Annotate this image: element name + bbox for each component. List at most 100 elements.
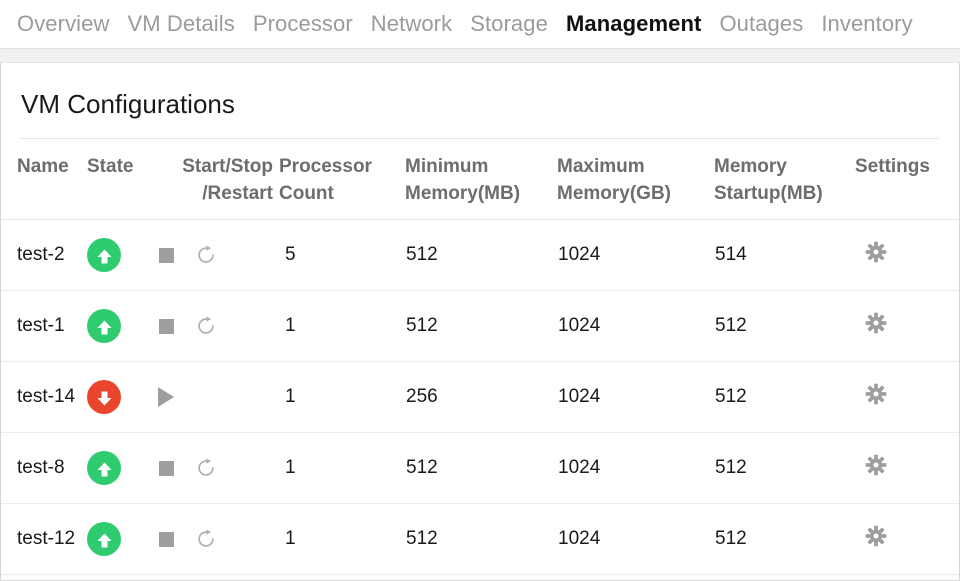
processor-count-cell: 1 — [273, 432, 405, 504]
memory-startup-cell: 512 — [714, 432, 855, 504]
gear-icon[interactable] — [855, 241, 887, 263]
minimum-memory-cell: 512 — [405, 503, 557, 575]
tab-vm-details[interactable]: VM Details — [127, 11, 235, 36]
settings-cell — [855, 290, 959, 362]
control-icon-group — [146, 243, 273, 267]
column-header-settings: Settings — [855, 139, 959, 220]
processor-count-cell: 1 — [273, 503, 405, 575]
minimum-memory-cell: 512 — [405, 432, 557, 504]
column-header-name: Name — [1, 139, 87, 220]
arrow-up-circle-green-icon[interactable] — [87, 522, 121, 556]
gear-icon[interactable] — [855, 454, 887, 476]
gear-icon[interactable] — [855, 525, 887, 547]
control-icon-group — [146, 527, 273, 551]
vm-name-cell: test-8 — [1, 432, 87, 504]
vm-controls-cell — [146, 503, 273, 575]
column-header-line2: /Restart — [202, 183, 273, 204]
play-icon[interactable] — [154, 385, 178, 409]
stop-icon[interactable] — [154, 456, 178, 480]
memory-startup-cell: 514 — [714, 219, 855, 291]
tabbar-separator-band — [0, 48, 960, 63]
vm-state-cell — [87, 503, 146, 575]
control-icon-group — [146, 456, 273, 480]
column-header-line1: Start/Stop — [182, 156, 273, 177]
stop-icon[interactable] — [154, 527, 178, 551]
vm-state-cell — [87, 432, 146, 504]
restart-icon[interactable] — [194, 456, 218, 480]
vm-controls-cell — [146, 432, 273, 504]
vm-name-cell: test-14 — [1, 361, 87, 433]
settings-cell — [855, 219, 959, 291]
tab-inventory[interactable]: Inventory — [821, 11, 913, 36]
gear-icon[interactable] — [855, 383, 887, 405]
processor-count-cell: 1 — [273, 361, 405, 433]
maximum-memory-cell: 1024 — [557, 432, 714, 504]
maximum-memory-cell: 1024 — [557, 290, 714, 362]
restart-icon[interactable] — [194, 527, 218, 551]
stop-icon[interactable] — [154, 243, 178, 267]
column-header-state: State — [87, 139, 146, 220]
settings-cell — [855, 432, 959, 504]
control-icon-group — [146, 385, 273, 409]
settings-cell — [855, 503, 959, 575]
settings-cell — [855, 361, 959, 433]
column-header-line1: Settings — [855, 156, 930, 177]
vm-state-cell — [87, 361, 146, 433]
column-header-start-stop: Start/Stop/Restart — [146, 139, 273, 220]
column-header-line1: Name — [17, 156, 69, 177]
memory-startup-cell: 512 — [714, 361, 855, 433]
column-header-line1: Memory — [714, 156, 787, 177]
minimum-memory-cell: 512 — [405, 290, 557, 362]
tab-processor[interactable]: Processor — [252, 11, 353, 36]
column-header-line1: Maximum — [557, 156, 645, 177]
vm-name-cell: test-1 — [1, 290, 87, 362]
maximum-memory-cell: 1024 — [557, 219, 714, 291]
minimum-memory-cell: 256 — [405, 361, 557, 433]
arrow-up-circle-green-icon[interactable] — [87, 451, 121, 485]
column-header-line1: Processor — [279, 156, 372, 177]
vm-name-cell: test-2 — [1, 219, 87, 291]
column-header-line1: State — [87, 156, 134, 177]
processor-count-cell: 5 — [273, 219, 405, 291]
column-header-line2: Startup(MB) — [714, 183, 823, 204]
tab-network[interactable]: Network — [370, 11, 453, 36]
vm-controls-cell — [146, 361, 273, 433]
arrow-up-circle-green-icon[interactable] — [87, 309, 121, 343]
arrow-down-circle-red-icon[interactable] — [87, 380, 121, 414]
vm-name-cell: test-12 — [1, 503, 87, 575]
maximum-memory-cell: 1024 — [557, 361, 714, 433]
page-title: VM Configurations — [21, 89, 235, 119]
maximum-memory-cell: 1024 — [557, 503, 714, 575]
memory-startup-cell: 512 — [714, 290, 855, 362]
control-icon-group — [146, 314, 273, 338]
processor-count-cell: 1 — [273, 290, 405, 362]
tab-storage[interactable]: Storage — [470, 11, 548, 36]
column-header-line2: Count — [279, 183, 334, 204]
column-header-line1: Minimum — [405, 156, 489, 177]
restart-icon[interactable] — [194, 243, 218, 267]
tab-outages[interactable]: Outages — [719, 11, 804, 36]
vm-controls-cell — [146, 290, 273, 362]
stop-icon[interactable] — [154, 314, 178, 338]
tab-overview[interactable]: Overview — [17, 11, 110, 36]
main-tab-bar: Overview VM Details Processor Network Storag… — [0, 0, 960, 56]
title-divider — [19, 138, 939, 139]
minimum-memory-cell: 512 — [405, 219, 557, 291]
restart-icon[interactable] — [194, 314, 218, 338]
arrow-up-circle-green-icon[interactable] — [87, 238, 121, 272]
tab-management[interactable]: Management — [557, 0, 710, 56]
gear-icon[interactable] — [855, 312, 887, 334]
